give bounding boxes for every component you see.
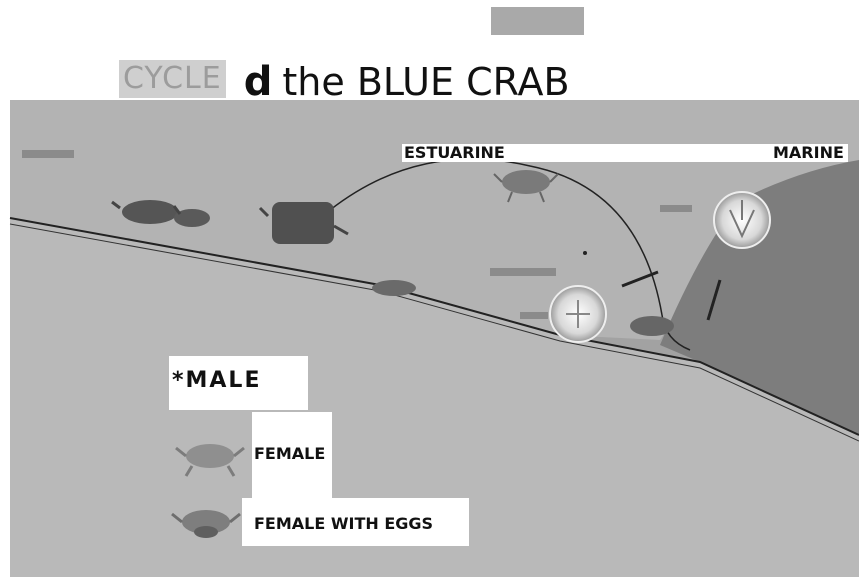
estuarine-label: ESTUARINE: [404, 144, 505, 162]
title-faded-word: CYCLE: [119, 60, 226, 98]
life-cycle-diagram: ESTUARINE MARINE *MALE FEMALE FEMALE WIT…: [0, 100, 859, 577]
legend-female-eggs-crab-icon: [170, 500, 242, 546]
legend-female-eggs-label: FEMALE WITH EGGS: [254, 514, 433, 533]
legend-female-label: FEMALE: [254, 444, 325, 463]
title-bold-letter: d: [244, 60, 273, 104]
crab-juvenile: [372, 280, 416, 296]
legend-male-label: *MALE: [172, 368, 261, 393]
faint-label-zoea: [660, 205, 692, 212]
faint-label-left: [22, 150, 74, 158]
faint-label-first: [520, 312, 548, 319]
title-text: the BLUE CRAB: [282, 60, 569, 104]
egg-dot: [583, 251, 587, 255]
page-title: CYCLE d the BLUE CRAB: [119, 52, 570, 104]
top-gray-box: [491, 7, 584, 35]
marine-label: MARINE: [773, 144, 844, 162]
faint-label-megalopa: [490, 268, 556, 276]
legend-female-crab-icon: [172, 430, 248, 480]
crab-mating: [630, 316, 674, 336]
